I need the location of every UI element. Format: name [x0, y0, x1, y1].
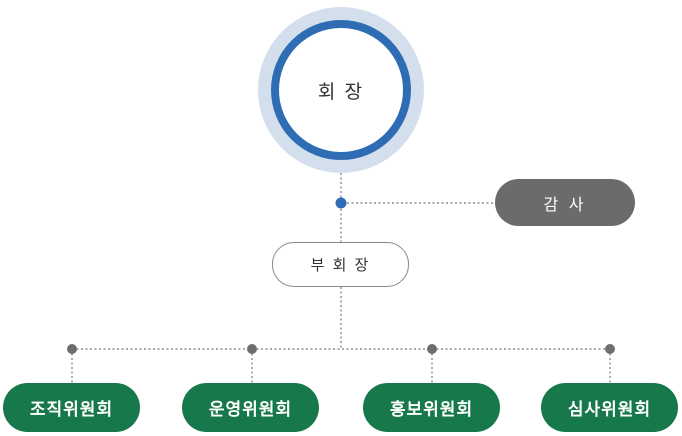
committee-node-review: 심사위원회: [541, 383, 678, 432]
vice-chairman-label: 부 회 장: [310, 257, 371, 274]
committee-label: 조직위원회: [29, 400, 114, 419]
rail-dot-3: [427, 344, 437, 354]
committee-label: 심사위원회: [567, 400, 652, 419]
vice-chairman-node: 부 회 장: [272, 242, 409, 287]
auditor-junction-dot: [335, 197, 347, 209]
auditor-node: 감 사: [495, 179, 635, 226]
auditor-label: 감 사: [543, 196, 587, 214]
chairman-node: 회 장: [271, 20, 411, 160]
committee-node-operation: 운영위원회: [182, 383, 319, 432]
rail-dot-2: [247, 344, 257, 354]
committee-node-publicity: 홍보위원회: [363, 383, 500, 432]
rail-dot-4: [605, 344, 615, 354]
chairman-label: 회 장: [317, 81, 365, 103]
committee-node-organization: 조직위원회: [3, 383, 140, 432]
committee-label: 운영위원회: [208, 400, 293, 419]
committee-label: 홍보위원회: [389, 400, 474, 419]
rail-dot-1: [67, 344, 77, 354]
